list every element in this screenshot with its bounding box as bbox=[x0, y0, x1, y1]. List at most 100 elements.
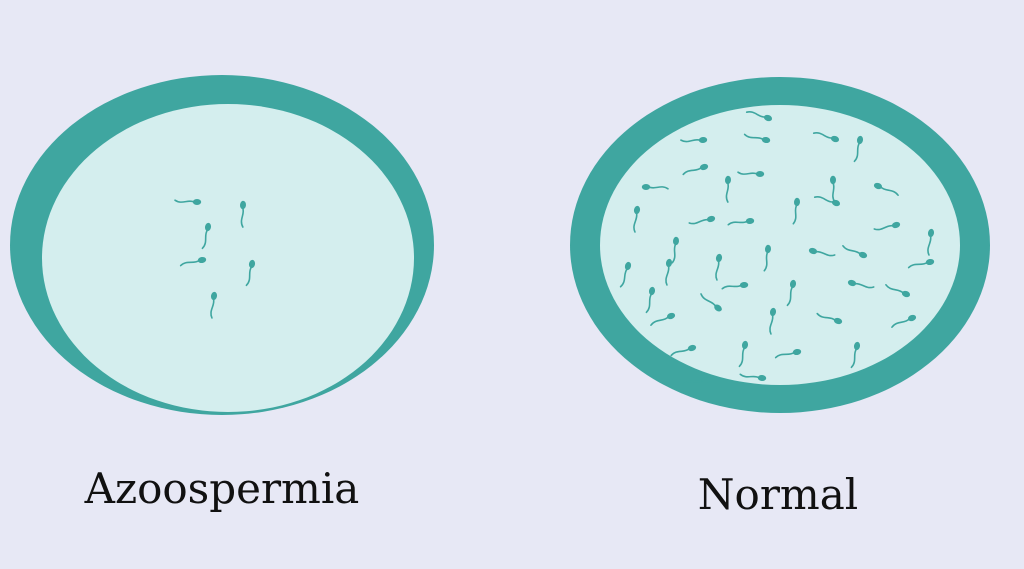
sperm-head bbox=[858, 251, 868, 259]
normal-sperm-cell bbox=[738, 340, 749, 368]
normal-dish-fill bbox=[600, 105, 960, 385]
sperm-tail bbox=[648, 186, 669, 190]
sperm-head bbox=[701, 376, 711, 384]
sperm-head bbox=[808, 247, 818, 255]
normal-sperm-cell bbox=[743, 133, 771, 144]
sperm-head bbox=[764, 244, 772, 254]
normal-sperm-cell bbox=[645, 286, 656, 314]
sperm-tail bbox=[240, 207, 245, 228]
sperm-tail bbox=[682, 166, 702, 176]
normal-sperm-cell bbox=[873, 182, 899, 197]
sperm-head bbox=[210, 291, 218, 301]
sperm-tail bbox=[853, 142, 861, 163]
sperm-head bbox=[830, 175, 836, 185]
sperm-tail bbox=[688, 218, 709, 225]
sperm-head bbox=[755, 171, 765, 177]
sperm-tail bbox=[738, 347, 746, 368]
sperm-tail bbox=[763, 251, 769, 272]
sperm-tail bbox=[619, 268, 629, 288]
azoospermia-sperm-cell bbox=[239, 200, 247, 228]
azoospermia-sperm-group bbox=[174, 199, 256, 319]
sperm-head bbox=[901, 290, 911, 298]
sperm-tail bbox=[721, 284, 742, 290]
sperm-head bbox=[769, 307, 777, 317]
sperm-head bbox=[633, 205, 641, 215]
normal-sperm-cell bbox=[847, 279, 875, 289]
sperm-tail bbox=[907, 261, 928, 269]
sperm-tail bbox=[812, 132, 833, 139]
sperm-tail bbox=[210, 298, 215, 319]
normal-label: Normal bbox=[697, 470, 859, 519]
sperm-head bbox=[831, 199, 841, 207]
normal-sperm-cell bbox=[885, 283, 911, 298]
sperm-head bbox=[873, 182, 883, 190]
normal-sperm-cell bbox=[812, 132, 840, 143]
sperm-tail bbox=[650, 316, 669, 327]
azoospermia-dish bbox=[10, 75, 434, 415]
normal-sperm-cell bbox=[792, 197, 801, 225]
sperm-tail bbox=[813, 196, 834, 203]
normal-sperm-cell bbox=[641, 184, 669, 190]
sperm-tail bbox=[842, 244, 861, 255]
sperm-head bbox=[665, 258, 673, 268]
sperm-head bbox=[648, 286, 656, 296]
azoospermia-label: Azoospermia bbox=[84, 464, 360, 513]
sperm-tail bbox=[245, 266, 253, 287]
normal-sperm-cell bbox=[774, 348, 802, 359]
normal-sperm-cell bbox=[721, 281, 749, 290]
sperm-tail bbox=[179, 259, 200, 267]
sperm-head bbox=[204, 222, 212, 232]
sperm-head bbox=[757, 374, 767, 382]
sperm-tail bbox=[891, 318, 910, 329]
sperm-tail bbox=[715, 260, 720, 281]
sperm-head bbox=[739, 281, 749, 289]
sperm-head bbox=[192, 199, 202, 205]
normal-sperm-cell bbox=[739, 373, 767, 382]
sperm-tail bbox=[727, 220, 748, 226]
normal-sperm-cell bbox=[665, 258, 673, 286]
sperm-head bbox=[706, 215, 716, 223]
normal-sperm-cell bbox=[683, 376, 711, 385]
normal-sperm-cell bbox=[813, 196, 841, 207]
sperm-head bbox=[687, 344, 697, 352]
normal-sperm-cell bbox=[891, 314, 917, 329]
normal-sperm-cell bbox=[619, 261, 632, 288]
sperm-tail bbox=[792, 204, 798, 225]
sperm-tail bbox=[725, 182, 730, 203]
sperm-tail bbox=[737, 171, 758, 175]
normal-sperm-cell bbox=[786, 279, 797, 307]
sperm-head bbox=[248, 259, 256, 269]
sperm-head bbox=[761, 136, 771, 144]
normal-sperm-cell bbox=[670, 344, 697, 357]
normal-sperm-cell bbox=[688, 215, 716, 225]
azoospermia-sperm-cell bbox=[174, 199, 202, 205]
sperm-head bbox=[830, 135, 840, 143]
normal-sperm-cell bbox=[769, 307, 777, 335]
sperm-tail bbox=[174, 199, 195, 203]
normal-sperm-cell bbox=[927, 228, 935, 256]
sperm-head bbox=[891, 221, 901, 229]
sperm-tail bbox=[683, 379, 704, 385]
normal-sperm-cell bbox=[671, 236, 680, 264]
sperm-head bbox=[792, 348, 802, 356]
sperm-tail bbox=[850, 348, 858, 369]
sperm-tail bbox=[633, 212, 638, 233]
sperm-tail bbox=[745, 111, 766, 118]
sperm-tail bbox=[769, 314, 774, 335]
sperm-tail bbox=[873, 224, 894, 231]
sperm-head bbox=[763, 114, 773, 122]
normal-sperm-cell bbox=[680, 136, 708, 144]
sperm-head bbox=[745, 217, 755, 225]
azoospermia-sperm-cell bbox=[201, 222, 212, 250]
sperm-head bbox=[715, 253, 723, 263]
sperm-tail bbox=[815, 250, 836, 257]
sperm-head bbox=[714, 304, 722, 312]
sperm-head bbox=[925, 258, 935, 266]
sperm-tail bbox=[671, 243, 677, 264]
sperm-head bbox=[641, 184, 651, 190]
sperm-head bbox=[847, 279, 857, 287]
azoospermia-dish-fill bbox=[42, 104, 414, 412]
azoospermia-sperm-cell bbox=[245, 259, 256, 287]
